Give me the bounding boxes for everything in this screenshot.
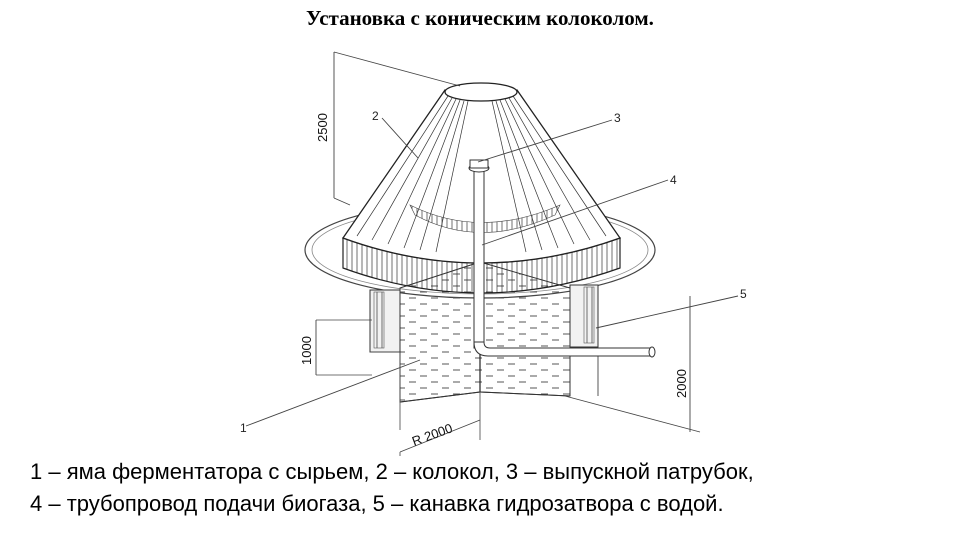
label-bell: 2 — [372, 109, 379, 123]
label-pipeline: 4 — [670, 173, 677, 187]
dimension-lines — [315, 51, 701, 456]
caption-line-1: 1 – яма ферментатора с сырьем, 2 – колок… — [30, 459, 754, 484]
leader-lines — [245, 117, 739, 427]
dim-pit-depth: 2000 — [674, 369, 689, 398]
figure-caption: 1 – яма ферментатора с сырьем, 2 – колок… — [30, 456, 940, 520]
label-channel: 5 — [740, 287, 747, 301]
caption-line-2: 4 – трубопровод подачи биогаза, 5 – кана… — [30, 491, 724, 516]
gas-pipeline — [468, 159, 656, 358]
dim-radius: R 2000 — [410, 420, 455, 448]
channel-walls — [369, 284, 599, 396]
label-pit: 1 — [240, 421, 247, 435]
page-title: Установка с коническим колоколом. — [306, 6, 654, 30]
dim-seal-depth: 1000 — [299, 336, 314, 365]
dim-bell-height: 2500 — [315, 113, 330, 142]
label-outlet: 3 — [614, 111, 621, 125]
